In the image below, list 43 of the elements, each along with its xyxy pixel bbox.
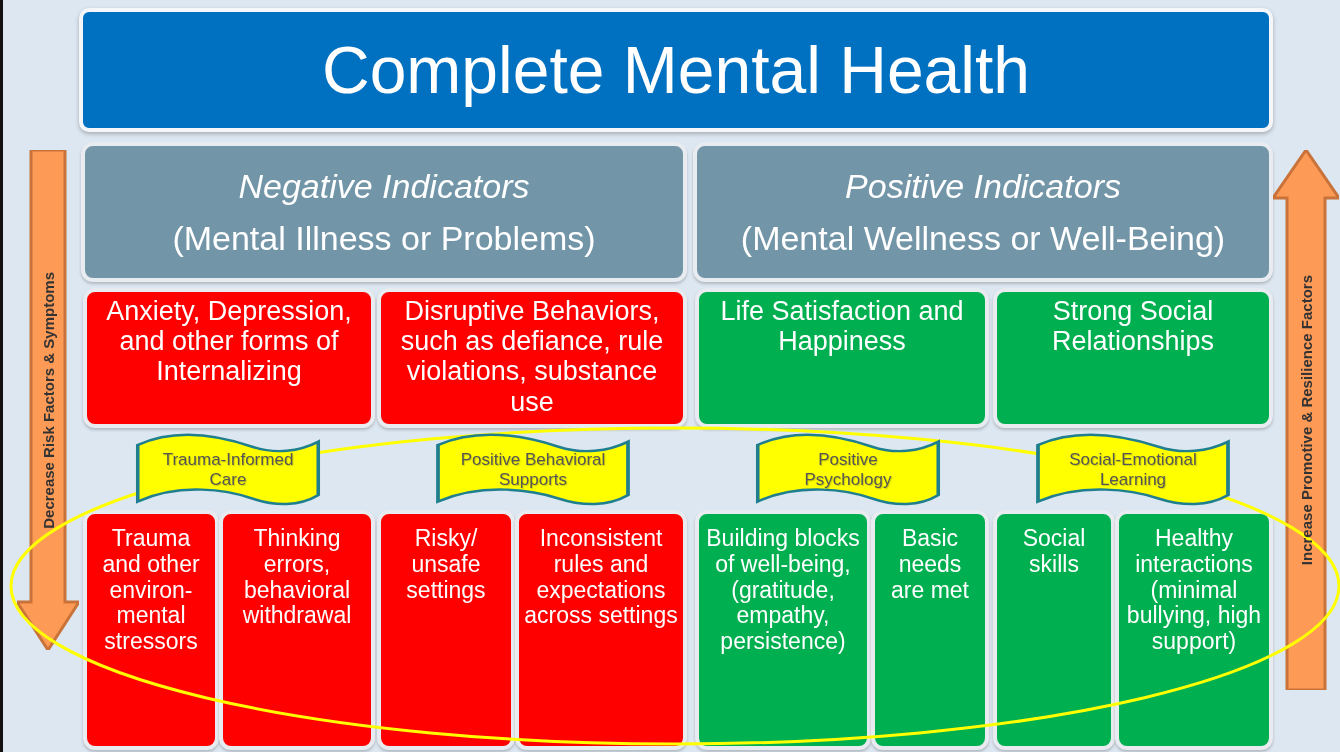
header-title: Positive Indicators	[845, 166, 1121, 205]
banner-text: Positive Behavioral Supports	[459, 450, 607, 490]
banner-text: Positive Psychology	[803, 450, 893, 490]
up-arrow	[1273, 150, 1339, 690]
wave-banner	[1033, 432, 1233, 508]
indicator-text: Strong Social Relationships	[1050, 296, 1216, 357]
indicator-text: Anxiety, Depression, and other forms of Internalizing	[105, 296, 353, 387]
arrow-label: Increase Promotive & Resilience Factors	[1297, 274, 1315, 566]
indicator-text: Trauma and other environ-mental stressors	[101, 526, 201, 655]
indicator-box	[871, 510, 989, 750]
indicator-box	[993, 510, 1115, 750]
indicator-box	[695, 510, 871, 750]
indicator-box	[515, 510, 687, 750]
indicator-text: Social skills	[1021, 526, 1087, 578]
indicator-box	[83, 510, 219, 750]
indicator-box	[993, 288, 1273, 428]
banner-text: Trauma-Informed Care	[161, 450, 295, 490]
indicator-text: Basic needs are met	[890, 526, 970, 604]
title-banner: Complete Mental Health	[79, 8, 1273, 132]
indicator-text: Thinking errors, behavioral withdrawal	[241, 526, 353, 629]
down-arrow	[17, 150, 79, 650]
indicator-box	[695, 288, 989, 428]
indicator-box	[1115, 510, 1273, 750]
header-title: Negative Indicators	[238, 166, 530, 205]
indicator-box	[377, 510, 515, 750]
indicator-text: Inconsistent rules and expectations across settings	[523, 526, 679, 629]
header-box	[693, 142, 1273, 282]
indicator-box	[219, 510, 375, 750]
indicator-box	[83, 288, 375, 428]
indicator-text: Building blocks of well-being, (gratitude, empathy, persistence)	[705, 526, 861, 655]
header-box	[81, 142, 687, 282]
indicator-text: Risky/ unsafe settings	[405, 526, 487, 604]
indicator-text: Healthy interactions (minimal bullying, high support)	[1125, 526, 1263, 655]
wave-banner	[433, 432, 633, 508]
header-subtitle: (Mental Wellness or Well-Being)	[740, 219, 1226, 258]
wave-banner	[753, 432, 943, 508]
indicator-text: Disruptive Behaviors, such as defiance, rule violations, substance use	[399, 296, 665, 417]
header-subtitle: (Mental Illness or Problems)	[172, 219, 596, 258]
arrow-label: Decrease Risk Factors & Symptoms	[39, 271, 57, 529]
indicator-box	[377, 288, 687, 428]
wave-banner	[133, 432, 323, 508]
banner-text: Social-Emotional Learning	[1068, 450, 1198, 490]
indicator-text: Life Satisfaction and Happiness	[719, 296, 965, 357]
